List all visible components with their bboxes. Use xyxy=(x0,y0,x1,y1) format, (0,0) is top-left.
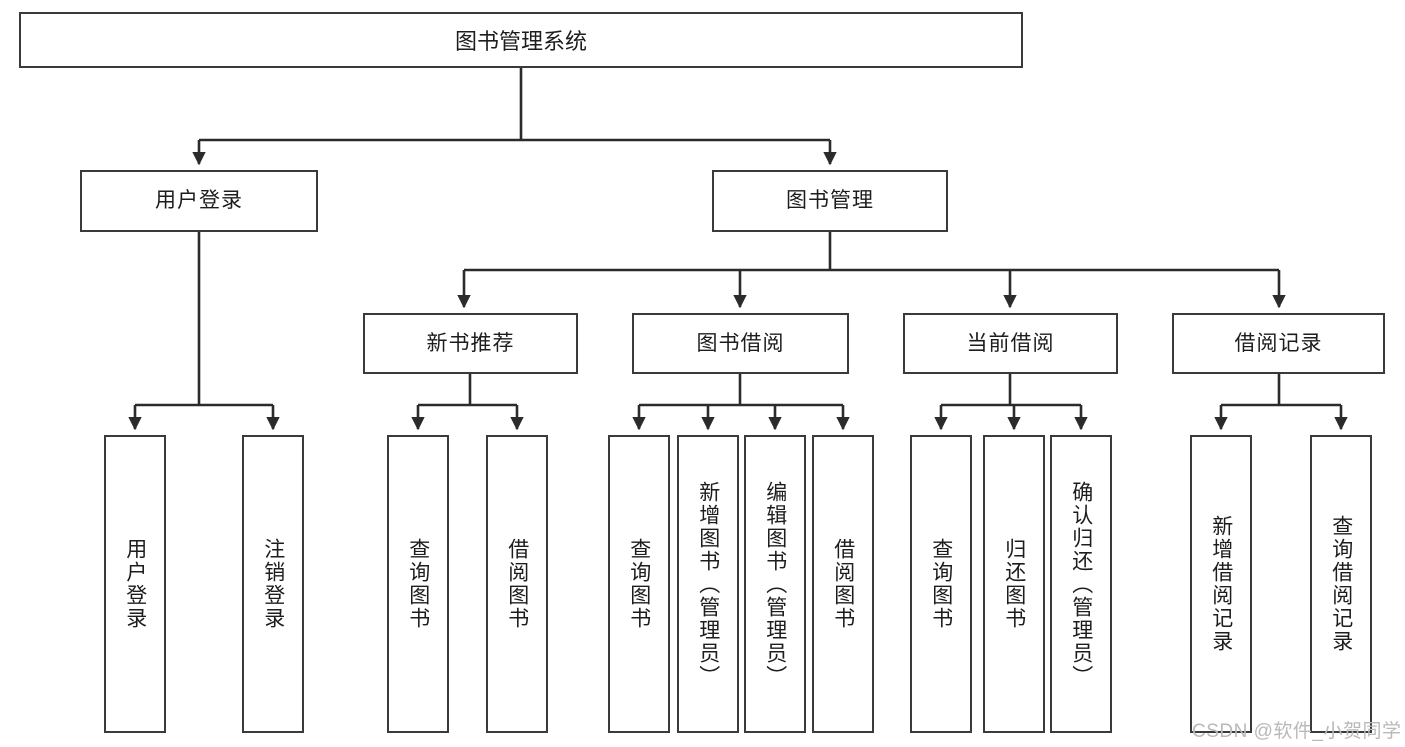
node-label: 用户登录 xyxy=(123,538,147,630)
node-book-borrow[interactable]: 图书借阅 xyxy=(632,313,849,374)
node-label: 图书管理系统 xyxy=(454,29,587,54)
node-borrow-record[interactable]: 借阅记录 xyxy=(1172,313,1385,374)
leaf-confirm-return-admin[interactable]: 确认归还（管理员） xyxy=(1050,435,1112,733)
node-label: 借阅图书 xyxy=(831,538,855,630)
node-label: 查询图书 xyxy=(406,538,430,630)
node-label: 图书借阅 xyxy=(696,331,785,355)
node-new-book-recommend[interactable]: 新书推荐 xyxy=(363,313,578,374)
leaf-query-book-borrow[interactable]: 查询图书 xyxy=(608,435,670,733)
node-label: 确认归还（管理员） xyxy=(1069,480,1093,688)
csdn-watermark: CSDN @软件_小贺同学 xyxy=(1192,721,1402,742)
node-root[interactable]: 图书管理系统 xyxy=(19,12,1023,68)
node-label: 归还图书 xyxy=(1002,538,1026,630)
leaf-logout[interactable]: 注销登录 xyxy=(242,435,304,733)
leaf-user-login[interactable]: 用户登录 xyxy=(104,435,166,733)
node-label: 注销登录 xyxy=(261,538,285,630)
leaf-query-book-recommend[interactable]: 查询图书 xyxy=(387,435,449,733)
node-user-login[interactable]: 用户登录 xyxy=(80,170,318,232)
node-label: 图书管理 xyxy=(786,189,874,213)
leaf-query-borrow-record[interactable]: 查询借阅记录 xyxy=(1310,435,1372,733)
node-label: 编辑图书（管理员） xyxy=(763,480,787,688)
node-label: 新书推荐 xyxy=(426,331,515,355)
leaf-query-book-current[interactable]: 查询图书 xyxy=(910,435,972,733)
node-label: 新增图书（管理员） xyxy=(696,480,720,688)
node-label: 当前借阅 xyxy=(966,331,1055,355)
node-current-borrow[interactable]: 当前借阅 xyxy=(903,313,1118,374)
leaf-borrow-book[interactable]: 借阅图书 xyxy=(812,435,874,733)
node-label: 查询图书 xyxy=(627,538,651,630)
node-label: 查询图书 xyxy=(929,538,953,630)
node-book-management[interactable]: 图书管理 xyxy=(712,170,948,232)
leaf-add-book-admin[interactable]: 新增图书（管理员） xyxy=(677,435,739,733)
node-label: 借阅图书 xyxy=(505,538,529,630)
leaf-borrow-book-recommend[interactable]: 借阅图书 xyxy=(486,435,548,733)
node-label: 用户登录 xyxy=(155,189,243,213)
node-label: 查询借阅记录 xyxy=(1329,515,1353,653)
node-label: 新增借阅记录 xyxy=(1209,515,1233,653)
leaf-add-borrow-record[interactable]: 新增借阅记录 xyxy=(1190,435,1252,733)
leaf-return-book[interactable]: 归还图书 xyxy=(983,435,1045,733)
leaf-edit-book-admin[interactable]: 编辑图书（管理员） xyxy=(744,435,806,733)
node-label: 借阅记录 xyxy=(1234,331,1323,355)
